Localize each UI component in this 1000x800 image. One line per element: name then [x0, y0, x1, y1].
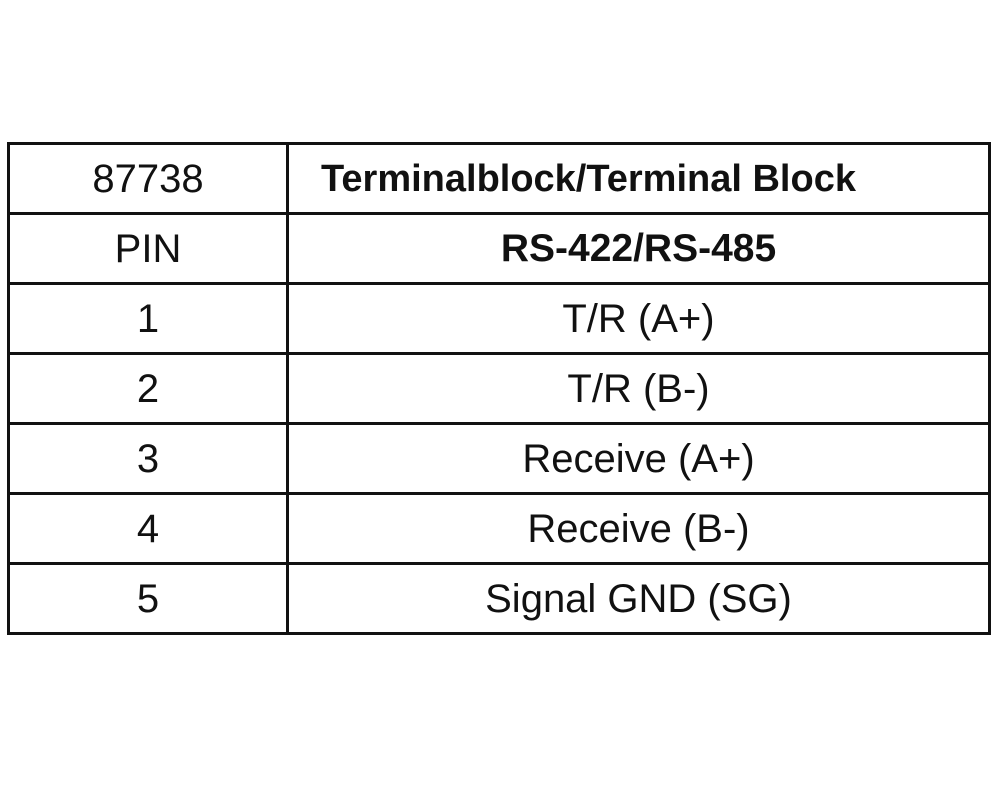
table-row: 2 T/R (B-)	[7, 352, 991, 425]
table-row: 3 Receive (A+)	[7, 422, 991, 495]
table-header-row: 87738 Terminalblock/Terminal Block	[7, 142, 991, 215]
pin-label-cell: PIN	[7, 212, 289, 285]
protocol-cell: RS-422/RS-485	[286, 212, 991, 285]
signal-cell: Receive (A+)	[286, 422, 991, 495]
signal-cell: T/R (B-)	[286, 352, 991, 425]
table-subheader-row: PIN RS-422/RS-485	[7, 212, 991, 285]
pin-number-cell: 5	[7, 562, 289, 635]
pin-number-cell: 4	[7, 492, 289, 565]
table-row: 4 Receive (B-)	[7, 492, 991, 565]
signal-cell: T/R (A+)	[286, 282, 991, 355]
table-row: 1 T/R (A+)	[7, 282, 991, 355]
signal-cell: Signal GND (SG)	[286, 562, 991, 635]
pin-number-cell: 3	[7, 422, 289, 495]
signal-cell: Receive (B-)	[286, 492, 991, 565]
pin-number-cell: 1	[7, 282, 289, 355]
pinout-table: 87738 Terminalblock/Terminal Block PIN R…	[7, 142, 991, 635]
pin-number-cell: 2	[7, 352, 289, 425]
part-number-cell: 87738	[7, 142, 289, 215]
table-title-cell: Terminalblock/Terminal Block	[286, 142, 991, 215]
table-row: 5 Signal GND (SG)	[7, 562, 991, 635]
